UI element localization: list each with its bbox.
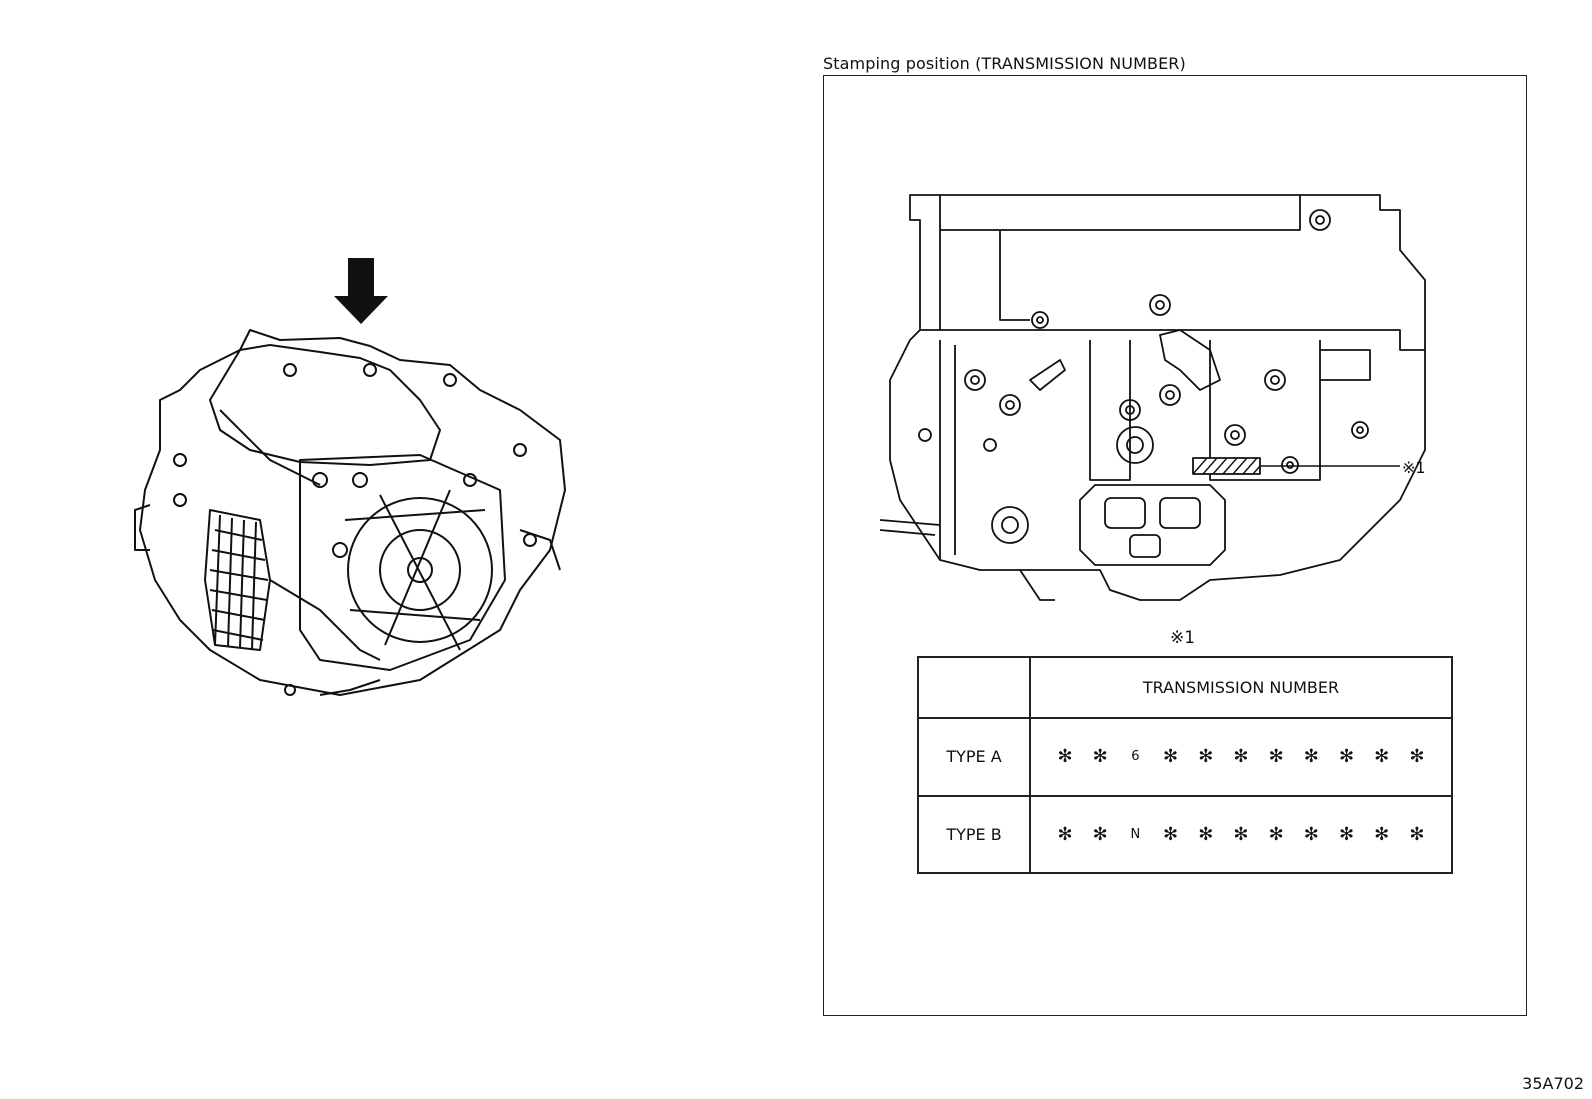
number-char: ✻ [1409,823,1425,845]
number-pattern-type-b: ✻ ✻ N ✻ ✻ ✻ ✻ ✻ ✻ ✻ ✻ [1031,824,1451,845]
number-char: ✻ [1163,823,1179,845]
number-char: ✻ [1233,823,1249,845]
stamping-position-caption: Stamping position (TRANSMISSION NUMBER) [823,54,1186,73]
callout-mark-label: ※1 [1402,458,1426,477]
down-arrow-icon [334,258,388,324]
number-cell-type-b: ✻ ✻ N ✻ ✻ ✻ ✻ ✻ ✻ ✻ ✻ [1029,794,1453,875]
number-char: ✻ [1057,746,1073,768]
number-char-fixed: 6 [1131,749,1140,765]
number-char-fixed: N [1130,826,1141,842]
row-label-type-a: TYPE A [917,717,1031,797]
transmission-perspective-illustration [134,258,566,696]
number-char: ✻ [1268,823,1284,845]
table-header-empty-cell [917,655,1031,720]
table-header-cell: TRANSMISSION NUMBER [1029,655,1453,720]
callout-mark-heading: ※1 [1170,628,1196,648]
transmission-side-view-illustration: ※1 [880,194,1426,601]
number-pattern-type-a: ✻ ✻ 6 ✻ ✻ ✻ ✻ ✻ ✻ ✻ ✻ [1031,746,1451,767]
number-char: ✻ [1163,746,1179,768]
number-char: ✻ [1374,746,1390,768]
number-cell-type-a: ✻ ✻ 6 ✻ ✻ ✻ ✻ ✻ ✻ ✻ ✻ [1029,717,1453,797]
number-char: ✻ [1409,746,1425,768]
row-label-type-b: TYPE B [917,794,1031,875]
number-char: ✻ [1268,746,1284,768]
number-char: ✻ [1057,823,1073,845]
number-char: ✻ [1092,746,1108,768]
table-row-type-a: TYPE A ✻ ✻ 6 ✻ ✻ ✻ ✻ ✻ ✻ ✻ ✻ [917,717,1453,797]
number-char: ✻ [1338,746,1355,768]
figure-code: 35A702 [1522,1074,1584,1093]
number-char: ✻ [1198,746,1214,768]
number-char: ✻ [1233,746,1249,768]
transmission-number-table: TRANSMISSION NUMBER TYPE A ✻ ✻ 6 ✻ ✻ ✻ ✻… [917,655,1453,875]
number-char: ✻ [1303,823,1319,845]
table-row-type-b: TYPE B ✻ ✻ N ✻ ✻ ✻ ✻ ✻ ✻ ✻ ✻ [917,794,1453,875]
number-char: ✻ [1092,823,1108,845]
number-char: ✻ [1198,823,1214,845]
table-header-row: TRANSMISSION NUMBER [917,655,1453,720]
number-char: ✻ [1374,823,1390,845]
number-char: ✻ [1338,823,1355,845]
number-char: ✻ [1303,746,1319,768]
stamping-position-frame [823,75,1527,1016]
